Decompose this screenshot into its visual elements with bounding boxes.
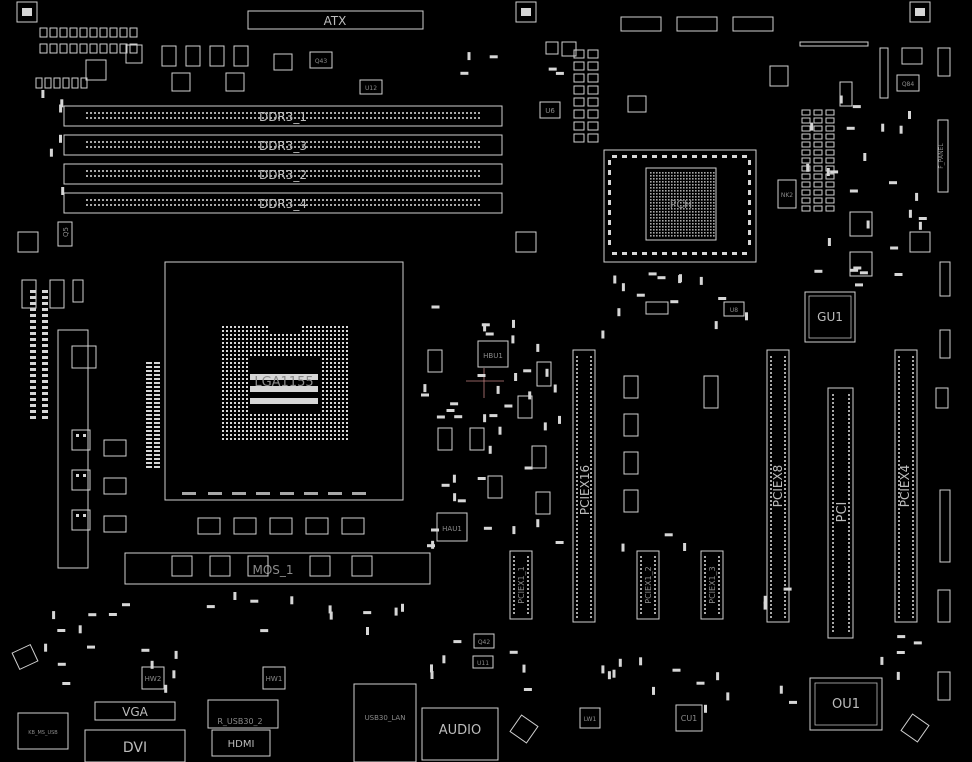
hdmi-label: HDMI [228,739,255,750]
svg-text:U6: U6 [545,107,555,115]
pci-slot[interactable]: PCI [827,387,854,639]
svg-text:Q43: Q43 [315,58,328,65]
ddr3-slot-4[interactable]: DDR3_4 [63,192,503,214]
dvi-label: DVI [123,740,147,756]
svg-text:Q42: Q42 [478,639,491,646]
pciex1-2-slot[interactable]: PCIEX1_2 [636,550,660,620]
svg-text:MOS_1: MOS_1 [252,563,293,577]
left-vrm-outline: MOS_1 [57,329,431,585]
pciex16-label: PCIEX16 [578,465,592,515]
svg-text:PCIEX1_2: PCIEX1_2 [644,566,653,603]
pciex4-label: PCIEX4 [898,465,912,508]
pciex1-1-slot[interactable]: PCIEX1_1 [509,550,533,620]
svg-text:PCIEX1_3: PCIEX1_3 [708,566,717,603]
kb-ms-usb-connector[interactable]: KB_MS_USB [17,712,69,750]
ddr3-slot-label: DDR3_1 [259,110,307,124]
svg-text:U8: U8 [730,307,738,314]
hw2-chip: HW2 [141,666,165,690]
hbu1-chip: HBU1 [466,340,509,398]
atx-label: ATX [324,14,347,28]
usb30-lan-connector[interactable]: USB30_LAN [353,683,417,762]
svg-text:USB30_LAN: USB30_LAN [365,714,406,722]
pch-pads [608,155,751,255]
audio-label: AUDIO [439,723,482,738]
vrm-chokes [71,429,373,577]
u12-component: U12 [359,79,383,95]
mounting-hole-top-mid [515,1,537,23]
nk2-component: NK2 [777,179,797,209]
ou1-label: OU1 [832,697,860,712]
ddr3-slot-label: DDR3_3 [259,139,307,153]
cpu-socket-label: LGA1155 [254,375,313,390]
gu1-chip[interactable]: GU1 [804,291,856,343]
small-passive-components [41,52,927,713]
middle-components [427,41,853,515]
cpu-socket-pads [182,326,366,495]
u6-component: U6 [539,101,561,119]
ou1-chip[interactable]: OU1 [809,677,883,731]
pci-label: PCI [835,502,850,523]
hw1-chip: HW1 [262,666,286,690]
pch-label: PCH [670,198,693,211]
crystal-lower [849,251,873,277]
svg-text:HW1: HW1 [266,675,283,683]
svg-text:KB_MS_USB: KB_MS_USB [28,730,58,736]
ddr3-slot-label: DDR3_4 [259,197,307,211]
svg-text:HBU1: HBU1 [483,352,503,360]
u11-component: U11 [472,655,494,669]
mounting-hole-top-right [909,1,931,23]
r-usb30-2-connector[interactable]: R_USB30_2 HDMI [207,699,279,757]
vga-label: VGA [122,705,149,719]
pciex1-3-slot[interactable]: PCIEX1_3 [700,550,724,620]
ddr3-slot-label: DDR3_2 [259,168,307,182]
svg-text:PCIEX1_1: PCIEX1_1 [517,566,526,603]
pch-chip[interactable]: PCH [603,149,757,263]
dvi-connector[interactable]: DVI [84,729,186,762]
left-capacitor-rows [21,279,160,468]
bottom-right-hole [900,713,930,743]
q43-component: Q43 [309,51,333,69]
svg-text:LW1: LW1 [584,716,597,723]
cpu-socket[interactable]: LGA1155 [164,261,404,501]
svg-text:CU1: CU1 [681,714,698,723]
svg-text:R_USB30_2: R_USB30_2 [217,717,262,726]
q84-label: Q84 [902,81,915,88]
q5-component: Q5 [57,221,73,247]
u8-component: U8 [723,301,745,317]
bottom-mid-hole [509,714,539,744]
gu1-label: GU1 [817,310,843,324]
pciex8-label: PCIEX8 [771,465,785,508]
svg-text:HW2: HW2 [145,675,162,683]
pciex4-slot[interactable]: PCIEX4 [894,349,918,623]
pciex8-slot[interactable]: PCIEX8 [766,349,790,623]
cu1-chip: CU1 [675,704,703,732]
upper-left-components [17,27,931,253]
svg-text:HAU1: HAU1 [442,525,462,533]
svg-text:F_PANEL: F_PANEL [938,143,945,169]
lw1-chip: LW1 [579,707,601,729]
right-edge-components [879,47,951,701]
atx-power-connector[interactable]: ATX [247,10,424,30]
crystal-upper [849,211,873,237]
svg-text:NK2: NK2 [781,192,793,199]
ddr3-slot-2[interactable]: DDR3_3 [63,134,503,156]
pciex16-slot[interactable]: PCIEX16 [572,349,596,623]
svg-text:Q5: Q5 [62,227,70,237]
hau1-chip: HAU1 [436,512,468,542]
audio-connector[interactable]: AUDIO [421,707,499,761]
bottom-left-hole [11,643,39,671]
ddr3-slot-3[interactable]: DDR3_2 [63,163,503,185]
ddr3-slot-1[interactable]: DDR3_1 [63,105,503,127]
top-headers: Q84 [620,16,923,92]
svg-text:U11: U11 [477,660,489,667]
f-panel-header[interactable]: F_PANEL [937,119,949,193]
q42-component: Q42 [473,633,495,649]
svg-text:U12: U12 [365,85,377,92]
mounting-hole-top-left [16,1,38,23]
vga-connector[interactable]: VGA [94,701,176,721]
